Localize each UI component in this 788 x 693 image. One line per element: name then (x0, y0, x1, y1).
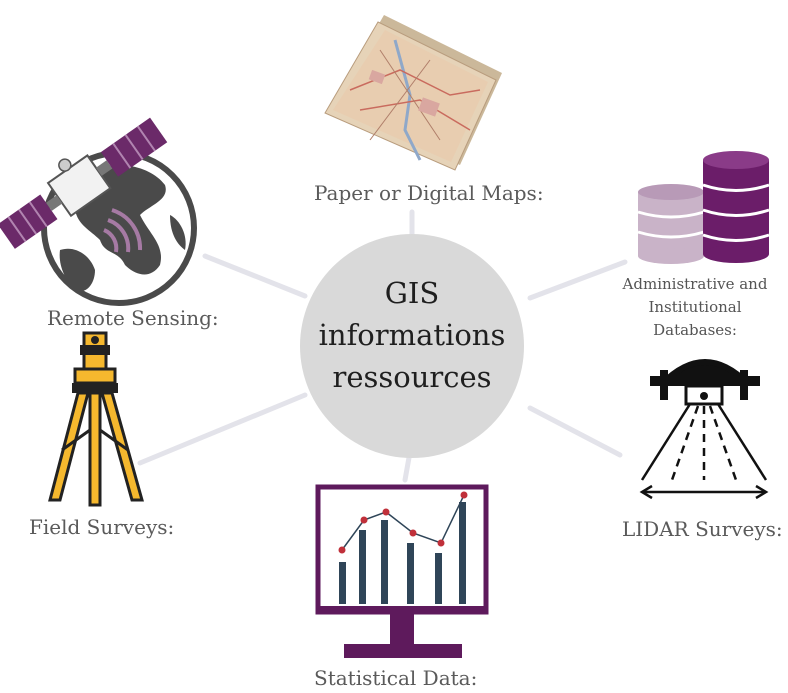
databases-label-line-3: Databases: (653, 321, 737, 339)
chart-bar-4 (407, 543, 414, 604)
connector-field (137, 392, 308, 466)
chart-dot-4 (409, 529, 417, 537)
center-circle (300, 234, 524, 458)
connector-databases (527, 259, 628, 301)
chart-bar-5 (435, 553, 442, 604)
chart-bar-1 (339, 562, 346, 604)
chart-trend-line (341, 494, 465, 551)
databases-label-line-2: Institutional (648, 298, 742, 316)
chart-dot-6 (460, 491, 468, 499)
database-large (702, 151, 770, 263)
database-small (637, 184, 705, 264)
lidar-drone-icon (639, 359, 769, 500)
remote-sensing-label: Remote Sensing: (47, 306, 219, 330)
paper-map-icon (324, 15, 502, 171)
chart-bars (339, 502, 466, 604)
field-surveys-label: Field Surveys: (29, 515, 175, 539)
statistical-data-label: Statistical Data: (314, 666, 478, 690)
surveying-tripod-icon (48, 331, 144, 507)
chart-dots (338, 491, 468, 554)
center-title-line-2: informations (318, 318, 506, 352)
databases-label-line-1: Administrative and (622, 275, 768, 293)
chart-bar-6 (459, 502, 466, 604)
chart-dot-2 (360, 516, 368, 524)
chart-dot-5 (437, 539, 445, 547)
chart-bar-2 (359, 530, 366, 604)
lidar-surveys-label: LIDAR Surveys: (622, 517, 783, 541)
databases-label: Administrative and Institutional Databas… (610, 273, 780, 342)
connector-remote (202, 253, 308, 299)
satellite-globe-icon (0, 117, 197, 306)
center-title-line-1: GIS (384, 276, 440, 310)
chart-bar-3 (381, 520, 388, 604)
maps-label: Paper or Digital Maps: (314, 181, 544, 205)
chart-dot-3 (382, 508, 390, 516)
monitor-chart-icon (315, 484, 489, 658)
center-title: GIS informations ressources (302, 272, 522, 398)
chart-dot-1 (338, 546, 346, 554)
database-stack-icon (637, 151, 770, 264)
center-title-line-3: ressources (332, 360, 492, 394)
connector-lidar (527, 405, 623, 458)
